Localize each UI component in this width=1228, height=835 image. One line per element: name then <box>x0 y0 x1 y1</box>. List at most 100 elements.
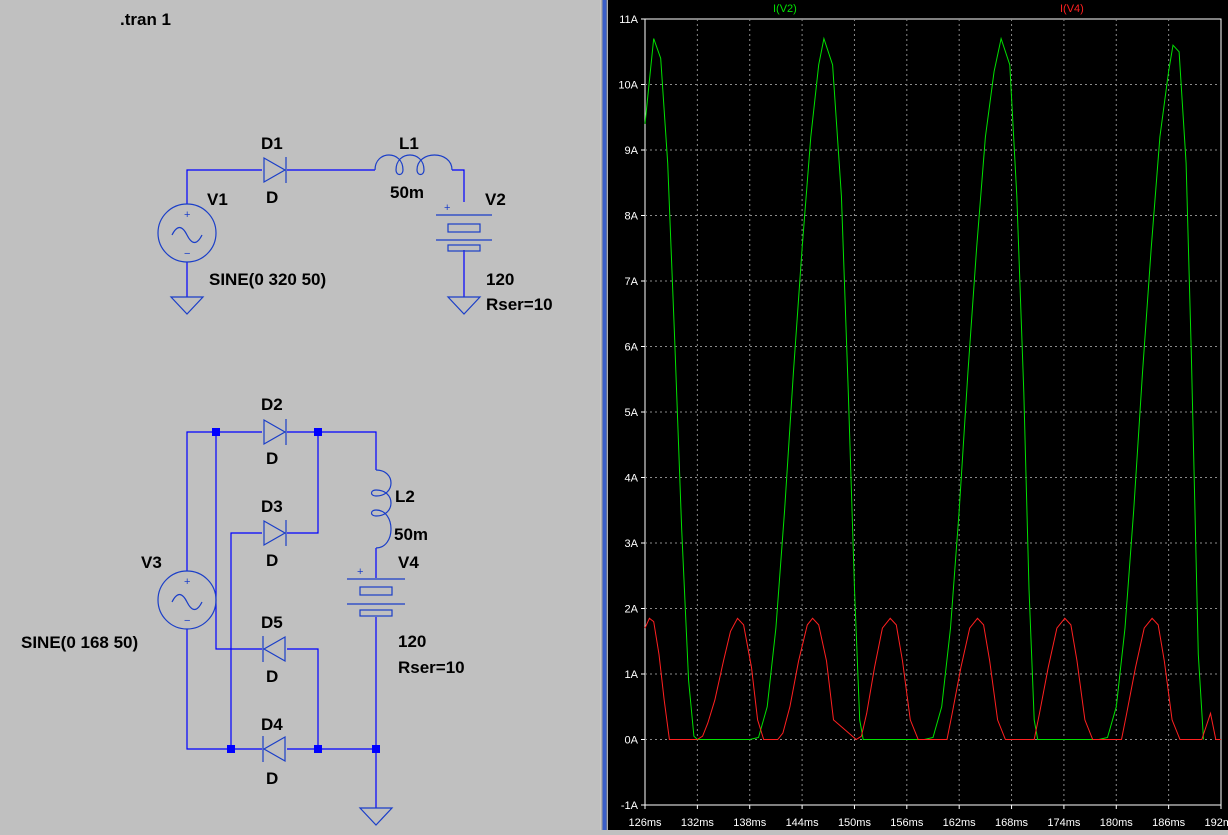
svg-text:+: + <box>184 209 190 221</box>
x-tick-label: 186ms <box>1152 817 1186 829</box>
v2-rser[interactable]: Rser=10 <box>486 295 553 314</box>
y-tick-label: 7A <box>625 276 639 288</box>
d1-diode[interactable] <box>263 156 287 184</box>
svg-text:−: − <box>184 248 190 260</box>
x-tick-label: 162ms <box>943 817 977 829</box>
x-tick-label: 192ms <box>1204 817 1228 829</box>
y-tick-label: 3A <box>625 538 639 550</box>
d5-diode[interactable] <box>262 635 286 663</box>
y-tick-label: 11A <box>619 14 638 26</box>
v1-sine-source[interactable]: + − <box>157 203 217 263</box>
d1-model[interactable]: D <box>266 188 278 207</box>
l1-value[interactable]: 50m <box>390 183 424 202</box>
d5-model[interactable]: D <box>266 667 278 686</box>
wire[interactable] <box>186 169 262 204</box>
series-line-iv4 <box>644 617 1221 741</box>
v1-label[interactable]: V1 <box>207 190 228 209</box>
y-tick-label: 6A <box>625 342 639 354</box>
l1-inductor[interactable] <box>374 154 453 176</box>
l2-inductor[interactable] <box>370 469 392 549</box>
y-axis-ticks: -1A 0A 1A 2A 3A 4A 5A 6A 7A 8A 9A 10A 11A <box>618 14 645 812</box>
y-tick-label: 5A <box>625 407 639 419</box>
ground-icon <box>169 296 205 315</box>
d3-label[interactable]: D3 <box>261 497 283 516</box>
junction-dot <box>372 745 380 753</box>
x-tick-label: 180ms <box>1100 817 1134 829</box>
v2-battery[interactable]: + <box>436 202 492 252</box>
v2-label[interactable]: V2 <box>485 190 506 209</box>
v3-value[interactable]: SINE(0 168 50) <box>21 633 138 652</box>
x-tick-label: 156ms <box>890 817 924 829</box>
v4-value[interactable]: 120 <box>398 632 426 651</box>
l1-label[interactable]: L1 <box>399 134 419 153</box>
wire[interactable] <box>287 432 319 534</box>
junction-dot <box>212 428 220 436</box>
x-tick-label: 150ms <box>838 817 872 829</box>
d4-label[interactable]: D4 <box>261 715 283 734</box>
d2-model[interactable]: D <box>266 449 278 468</box>
v4-label[interactable]: V4 <box>398 553 419 572</box>
series-line-iv2 <box>644 36 1204 740</box>
waveform-plot[interactable]: -1A 0A 1A 2A 3A 4A 5A 6A 7A 8A 9A 10A 11A 126ms 132ms… <box>608 0 1228 830</box>
pane-splitter[interactable] <box>600 0 608 830</box>
waveform-viewer[interactable]: -1A 0A 1A 2A 3A 4A 5A 6A 7A 8A 9A 10A 11A 126ms 132ms… <box>608 0 1228 830</box>
v3-label[interactable]: V3 <box>141 553 162 572</box>
wire[interactable] <box>287 431 377 470</box>
y-tick-label: 9A <box>625 145 639 157</box>
y-tick-label: 1A <box>625 669 639 681</box>
y-tick-label: 10A <box>618 80 638 92</box>
grid <box>644 18 1222 806</box>
schematic-editor[interactable]: .tran 1 + − + V1 SINE(0 320 50) D1 D L1 … <box>0 0 600 830</box>
ground-icon <box>446 296 482 315</box>
circuit-1 <box>186 169 465 297</box>
d2-diode[interactable] <box>263 418 287 446</box>
y-tick-label: 8A <box>625 211 639 223</box>
svg-text:−: − <box>184 615 190 627</box>
traces <box>644 36 1221 741</box>
y-tick-label: -1A <box>621 800 639 812</box>
wire[interactable] <box>452 169 465 202</box>
d4-model[interactable]: D <box>266 769 278 788</box>
v4-battery[interactable]: + <box>347 566 405 617</box>
wire[interactable] <box>186 431 262 571</box>
x-tick-label: 168ms <box>995 817 1029 829</box>
svg-text:+: + <box>444 202 450 214</box>
y-tick-label: 0A <box>625 735 639 747</box>
wire[interactable] <box>230 532 262 749</box>
x-axis-ticks: 126ms 132ms 138ms 144ms 150ms 156ms 162ms 168ms… <box>628 805 1228 829</box>
v4-rser[interactable]: Rser=10 <box>398 658 465 677</box>
d3-diode[interactable] <box>263 519 287 547</box>
d3-model[interactable]: D <box>266 551 278 570</box>
x-tick-label: 144ms <box>786 817 820 829</box>
d4-diode[interactable] <box>262 735 286 763</box>
junction-dot <box>227 745 235 753</box>
junction-dot <box>314 745 322 753</box>
junctions <box>212 428 380 753</box>
x-tick-label: 174ms <box>1047 817 1081 829</box>
x-tick-label: 126ms <box>628 817 662 829</box>
svg-text:+: + <box>184 576 190 588</box>
d5-label[interactable]: D5 <box>261 613 283 632</box>
v1-value[interactable]: SINE(0 320 50) <box>209 270 326 289</box>
v2-value[interactable]: 120 <box>486 270 514 289</box>
tran-directive[interactable]: .tran 1 <box>120 10 171 29</box>
x-tick-label: 138ms <box>733 817 767 829</box>
d2-label[interactable]: D2 <box>261 395 283 414</box>
wire[interactable] <box>287 648 319 749</box>
d1-label[interactable]: D1 <box>261 134 283 153</box>
circuit-2-wires <box>186 431 377 808</box>
y-tick-label: 4A <box>625 473 639 485</box>
l2-value[interactable]: 50m <box>394 525 428 544</box>
wire[interactable] <box>186 629 262 750</box>
trace-label-i-v4[interactable]: I(V4) <box>1060 3 1084 15</box>
v3-sine-source[interactable]: + − <box>157 570 217 630</box>
y-tick-label: 2A <box>625 604 639 616</box>
l2-label[interactable]: L2 <box>395 487 415 506</box>
wire[interactable] <box>215 432 262 650</box>
x-tick-label: 132ms <box>681 817 715 829</box>
svg-text:+: + <box>357 566 363 578</box>
schematic-canvas[interactable]: .tran 1 + − + V1 SINE(0 320 50) D1 D L1 … <box>0 0 600 830</box>
ground-icon <box>358 807 394 826</box>
trace-label-i-v2[interactable]: I(V2) <box>773 3 797 15</box>
junction-dot <box>314 428 322 436</box>
